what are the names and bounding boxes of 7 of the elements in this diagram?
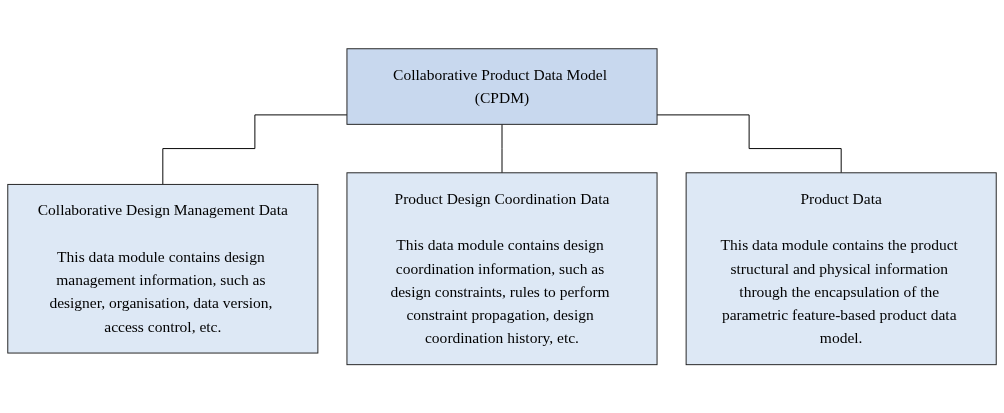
node-box: Collaborative Product Data Model (CPDM): [346, 48, 658, 125]
connector: [656, 114, 842, 174]
connector: [162, 114, 348, 185]
connector: [501, 123, 503, 174]
node-box: Product Design Coordination Data This data module contains design coordination information, such as design constraints, rules to perform constraint propagation, design coordination history, etc.: [346, 172, 658, 365]
node-box: Collaborative Design Management Data This data module contains design management information, such as designer, organisation, data version, access control, etc.: [7, 183, 319, 354]
node-box: Product Data This data module contains the product structural and physical information through the encapsulation of the parametric feature-based product data model.: [685, 172, 997, 365]
